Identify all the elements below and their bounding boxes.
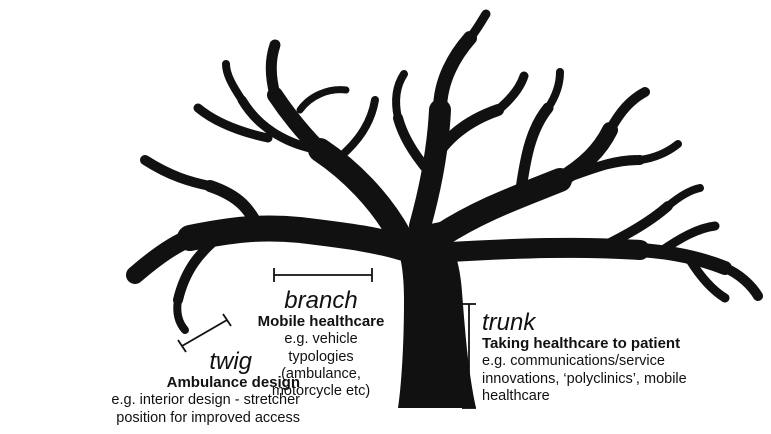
twig-label: twig Ambulance design e.g. interior desi…	[0, 349, 300, 427]
left-limb	[177, 215, 423, 263]
branch-title: Mobile healthcare	[257, 313, 385, 331]
trunk-description: e.g. communications/service innovations,…	[482, 353, 687, 404]
tree-trunk	[392, 222, 476, 408]
scale-markers	[177, 268, 476, 409]
twig-scale-bar	[177, 313, 232, 353]
twig-title: Ambulance design	[166, 374, 300, 392]
right-limb	[428, 168, 572, 248]
tree-shape	[126, 9, 763, 408]
branch-name: branch	[284, 287, 358, 314]
trunk-name: trunk	[482, 309, 536, 336]
branch-description: e.g. vehicle typologies (ambulance, moto…	[271, 331, 371, 400]
twig-name: twig	[209, 348, 252, 375]
trunk-label: trunk Taking healthcare to patient e.g. …	[482, 310, 771, 405]
trunk-scale-bar	[462, 303, 476, 409]
upper-left-limb	[308, 138, 412, 248]
twig-description: e.g. interior design - stretcher positio…	[111, 392, 300, 426]
branch-scale-bar	[273, 268, 373, 282]
trunk-title: Taking healthcare to patient	[482, 335, 681, 353]
branch-label: branch Mobile healthcare e.g. vehicle ty…	[252, 288, 390, 401]
